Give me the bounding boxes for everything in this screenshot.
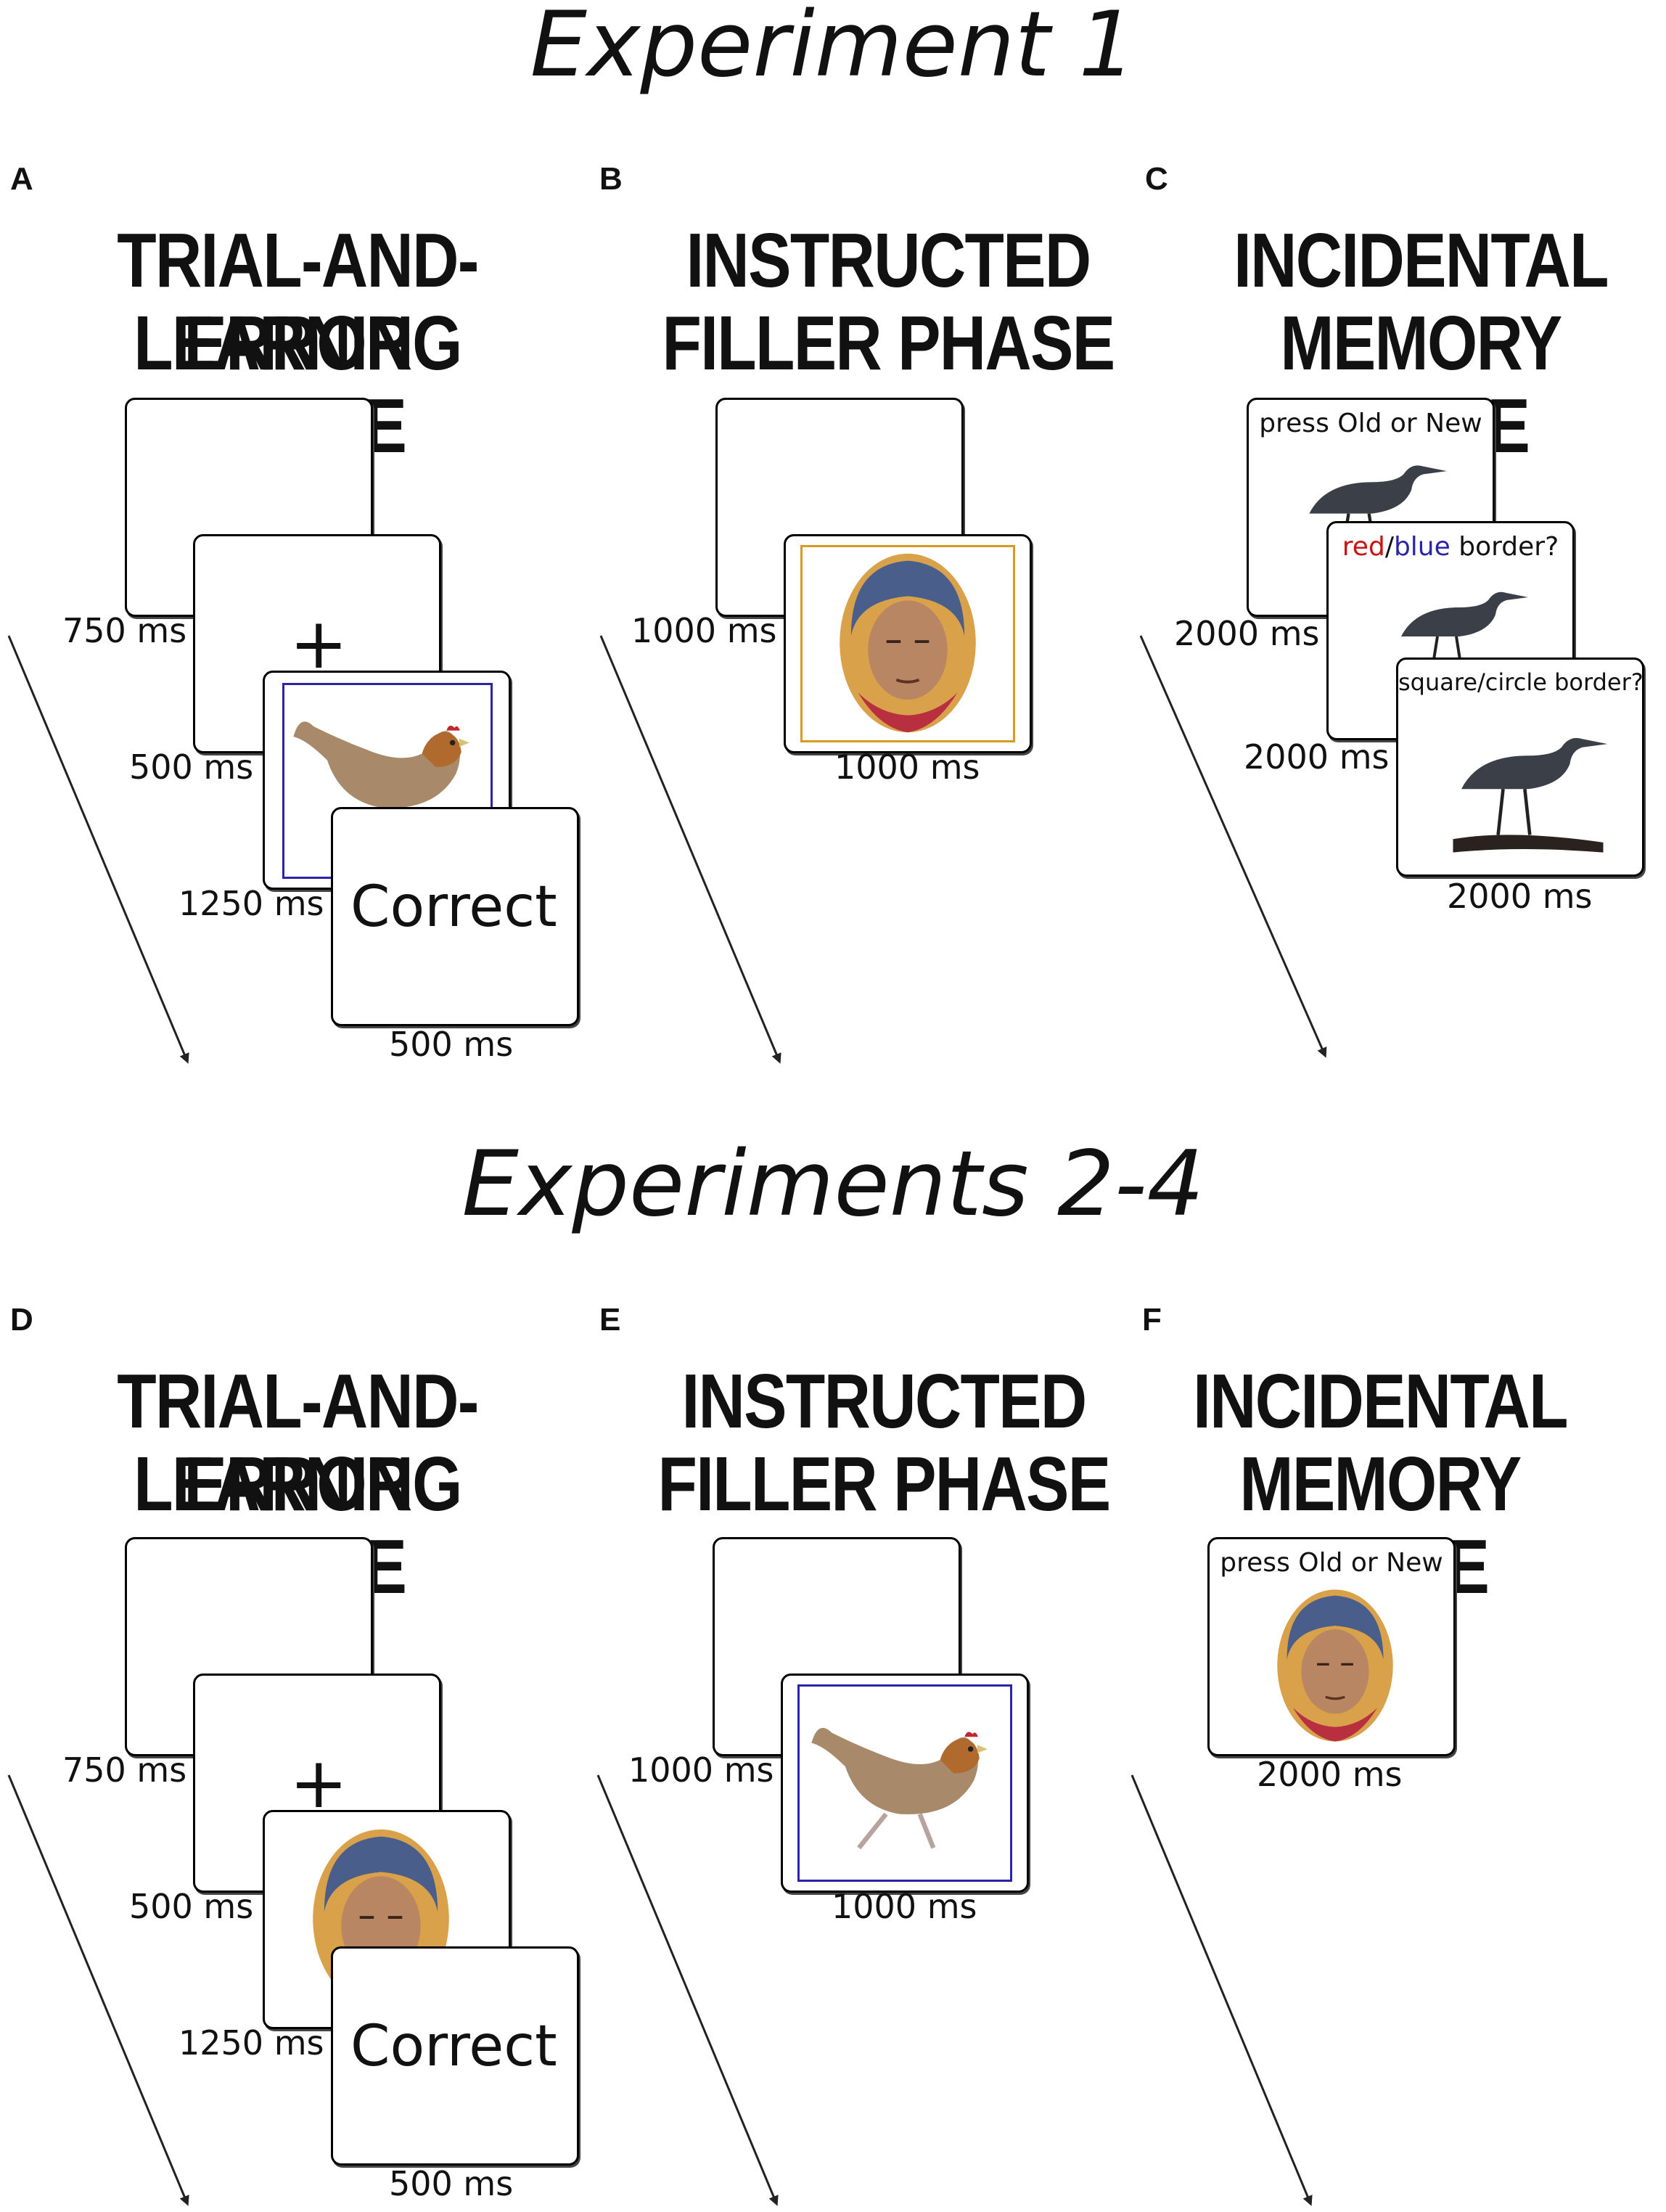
panel-c-title-line1: INCIDENTAL	[1234, 218, 1609, 303]
duration-1250-label: 1250 ms	[178, 2023, 324, 2063]
timeline-arrow-e	[596, 1774, 779, 2206]
panel-a-title-line1: TRIAL-AND-ERROR	[117, 218, 479, 386]
panel-f-letter: F	[1142, 1302, 1162, 1338]
feedback-screen-card: Correct	[331, 1946, 579, 2166]
duration-500-feedback-label: 500 ms	[389, 1025, 514, 1064]
heron-image	[1401, 591, 1528, 665]
duration-1250-label: 1250 ms	[178, 884, 324, 923]
panel-d-letter: D	[10, 1302, 33, 1338]
feedback-correct-text: Correct	[350, 2014, 557, 2079]
timeline-arrow-f	[1130, 1774, 1313, 2206]
duration-750-label: 750 ms	[62, 1750, 187, 1790]
panel-e-title-line2: FILLER PHASE	[657, 1441, 1112, 1527]
duration-1000-face-label: 1000 ms	[834, 747, 980, 787]
duration-1000-chicken-label: 1000 ms	[832, 1887, 977, 1926]
timeline-arrow-d	[7, 1774, 189, 2206]
duration-500-label: 500 ms	[129, 1887, 254, 1926]
chicken-image	[811, 1727, 988, 1850]
duration-2000-label: 2000 ms	[1447, 877, 1593, 916]
prompt-border-text: border?	[1450, 532, 1559, 562]
panel-e-title-line1: INSTRUCTED	[681, 1359, 1087, 1444]
duration-2000-label: 2000 ms	[1244, 737, 1390, 777]
prompt-blue-word: blue	[1393, 532, 1450, 562]
duration-500-feedback-label: 500 ms	[389, 2164, 514, 2203]
duration-500-label: 500 ms	[129, 747, 254, 787]
panel-b-letter: B	[599, 161, 623, 197]
face-image	[840, 553, 976, 733]
panel-b-title-line1: INSTRUCTED	[686, 218, 1091, 303]
face-image	[1277, 1589, 1393, 1742]
duration-1000-label: 1000 ms	[631, 611, 777, 650]
prompt-slash: /	[1384, 532, 1394, 562]
prompt-red-word: red	[1342, 532, 1385, 562]
old-new-card: press Old or New	[1207, 1537, 1456, 1756]
duration-750-label: 750 ms	[62, 611, 187, 650]
duration-2000-label: 2000 ms	[1174, 614, 1320, 653]
panel-a-letter: A	[10, 161, 33, 197]
fixation-cross: +	[290, 603, 348, 684]
feedback-correct-text: Correct	[350, 874, 557, 940]
color-border-prompt: red/blue border?	[1329, 532, 1572, 562]
panel-b-title-line2: FILLER PHASE	[662, 300, 1116, 386]
duration-1000-label: 1000 ms	[628, 1750, 774, 1790]
chicken-stimulus-card	[781, 1674, 1029, 1893]
shape-border-prompt: square/circle border?	[1398, 668, 1644, 696]
heron-image	[1453, 737, 1608, 853]
panel-f-title-line1: INCIDENTAL	[1193, 1359, 1568, 1444]
fixation-cross: +	[290, 1742, 348, 1824]
panel-c-letter: C	[1145, 161, 1168, 197]
panel-d-title-line1: TRIAL-AND-ERROR	[117, 1359, 479, 1527]
experiment-1-title: Experiment 1	[530, 0, 1136, 97]
shape-border-card: square/circle border?	[1396, 658, 1644, 877]
timeline-arrow-c	[1139, 635, 1327, 1058]
timeline-arrow-a	[7, 635, 189, 1064]
face-stimulus-card	[784, 534, 1032, 753]
feedback-screen-card: Correct	[331, 807, 579, 1026]
old-new-prompt: press Old or New	[1259, 409, 1482, 438]
experiments-2-4-title: Experiments 2-4	[461, 1132, 1205, 1237]
blue-square-border	[797, 1684, 1012, 1882]
orange-square-border	[800, 545, 1015, 742]
panel-e-letter: E	[599, 1302, 621, 1338]
duration-2000-label: 2000 ms	[1257, 1755, 1403, 1794]
timeline-arrow-b	[599, 635, 781, 1064]
old-new-prompt: press Old or New	[1220, 1548, 1443, 1578]
